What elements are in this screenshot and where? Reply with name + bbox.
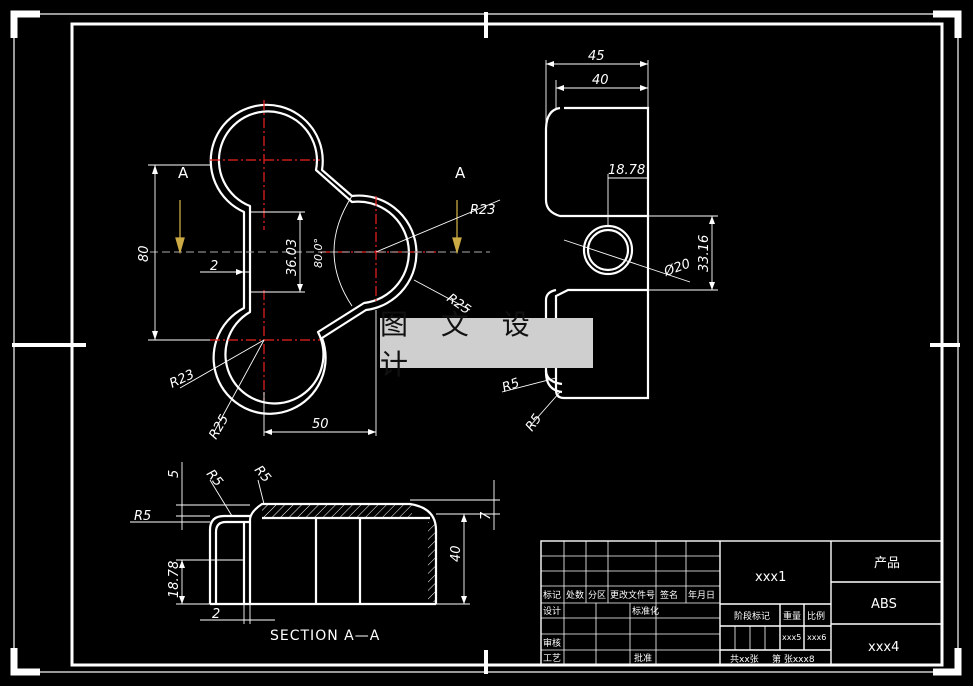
dim-5: 5 bbox=[167, 470, 182, 478]
dim-33-16: 33.16 bbox=[697, 235, 712, 272]
side-view: 45 40 18.78 Ø20 33.16 R5 R5 bbox=[500, 49, 718, 434]
tb-change-doc: 更改文件号 bbox=[610, 589, 655, 601]
front-view: A A 80 36.03 2 80.0° R23 R25 R23 R25 50 bbox=[137, 100, 501, 442]
tb-scale-val: xxx6 bbox=[807, 633, 826, 642]
dim-40: 40 bbox=[449, 545, 464, 562]
drawing-frame bbox=[10, 10, 962, 676]
tb-sign: 签名 bbox=[660, 589, 678, 601]
tb-code: xxx4 bbox=[868, 640, 899, 655]
dim-diameter-20: Ø20 bbox=[661, 257, 692, 281]
tb-scale: 比例 bbox=[807, 610, 825, 622]
watermark-text: 图 文 设 计 bbox=[380, 308, 542, 381]
dim-r23-top: R23 bbox=[470, 203, 496, 218]
dim-width-50: 50 bbox=[312, 417, 329, 432]
tb-weight-val: xxx5 bbox=[782, 633, 801, 642]
tb-review: 审核 bbox=[543, 637, 561, 649]
tb-sheet-no: 第 张xxx8 bbox=[772, 653, 815, 665]
dim-18-78: 18.78 bbox=[608, 163, 645, 178]
watermark-banner: 图 文 设 计 bbox=[380, 308, 593, 381]
dim-40: 40 bbox=[592, 73, 609, 88]
tb-mark: 标记 bbox=[543, 589, 561, 601]
tb-date: 年月日 bbox=[688, 589, 715, 601]
tb-drawing-no: xxx1 bbox=[755, 570, 786, 585]
dim-r23-left: R23 bbox=[167, 367, 197, 391]
dim-7: 7 bbox=[479, 511, 494, 520]
dim-r5-left: R5 bbox=[134, 509, 151, 524]
dim-angle: 80.0° bbox=[312, 238, 325, 268]
dim-r5-2: R5 bbox=[251, 463, 274, 486]
dim-r5-a: R5 bbox=[500, 376, 521, 396]
tb-standardize: 标准化 bbox=[632, 605, 659, 617]
dim-r5-b: R5 bbox=[523, 412, 545, 435]
tb-count: 处数 bbox=[566, 589, 584, 601]
tb-sheets: 共xx张 bbox=[730, 654, 759, 665]
dim-2: 2 bbox=[210, 259, 218, 274]
tb-stage-mark: 阶段标记 bbox=[734, 610, 770, 622]
section-label-left: A bbox=[178, 164, 189, 182]
dim-2: 2 bbox=[212, 607, 220, 622]
tb-weight: 重量 bbox=[783, 610, 801, 622]
tb-material: ABS bbox=[871, 597, 897, 612]
dim-36-03: 36.03 bbox=[285, 239, 300, 276]
tb-approve: 批准 bbox=[634, 652, 652, 664]
title-block: 标记 处数 分区 更改文件号 签名 年月日 设计 标准化 审核 工艺 批准 阶段… bbox=[540, 540, 943, 666]
dim-r5-1: R5 bbox=[203, 467, 226, 490]
dim-18-78: 18.78 bbox=[167, 561, 182, 598]
section-view: 5 R5 R5 R5 7 40 18.78 2 SECTION A—A bbox=[130, 462, 500, 644]
tb-product-label: 产品 bbox=[874, 556, 900, 571]
dim-45: 45 bbox=[588, 49, 605, 64]
tb-zone: 分区 bbox=[588, 590, 606, 601]
dim-r25-left: R25 bbox=[206, 412, 232, 442]
dim-height-80: 80 bbox=[137, 245, 152, 262]
tb-process: 工艺 bbox=[543, 653, 561, 664]
tb-design: 设计 bbox=[543, 605, 561, 617]
section-label-right: A bbox=[455, 164, 466, 182]
section-title: SECTION A—A bbox=[270, 628, 380, 644]
